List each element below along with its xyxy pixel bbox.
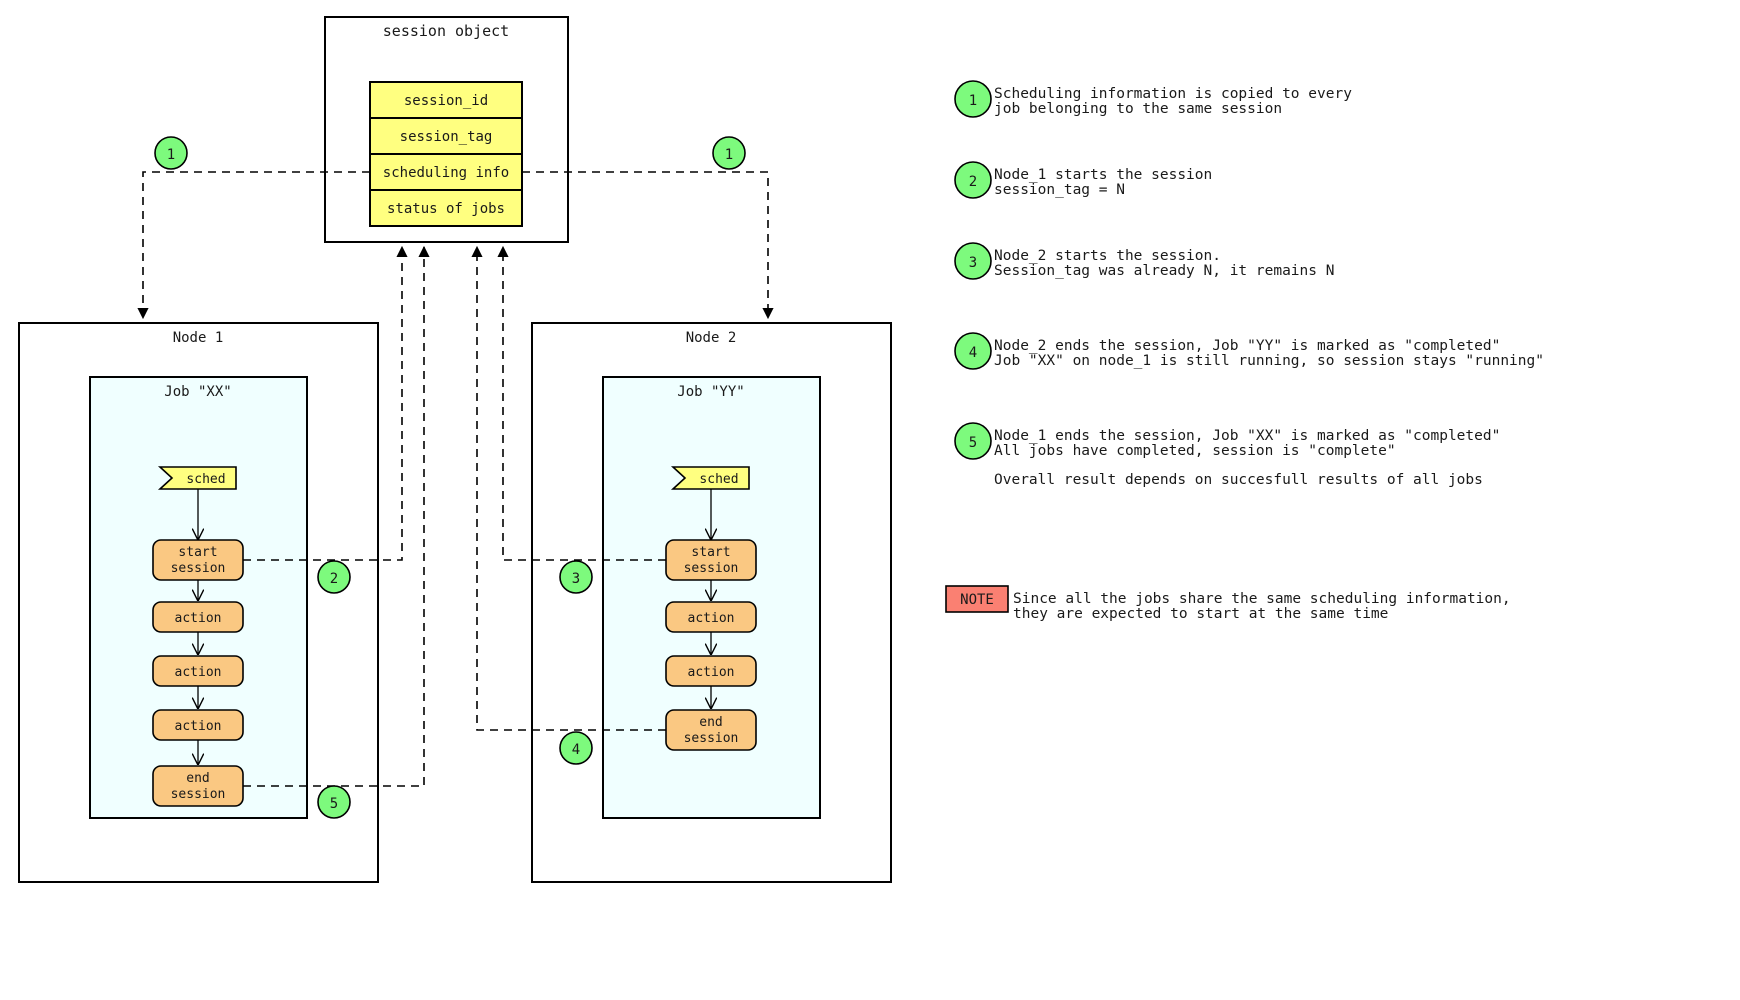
session-field-label: scheduling info (383, 165, 509, 181)
connector-node1-end-session (243, 245, 430, 787)
legend-text-line2: Session_tag was already N, it remains N (994, 263, 1334, 279)
marker-3: 3 (559, 560, 593, 594)
step-label-line2: session (684, 731, 739, 746)
job-yy-sched-label: sched (699, 472, 738, 487)
legend-marker-label: 1 (969, 93, 977, 109)
session-field-status-of-jobs: status of jobs (369, 189, 523, 227)
legend-item-2: 2 Node_1 starts the session session_tag … (954, 161, 1212, 199)
legend-item-5: 5 Node_1 ends the session, Job "XX" is m… (954, 422, 1500, 460)
marker-1-left: 1 (154, 136, 188, 170)
legend-marker-label: 2 (969, 174, 977, 190)
marker-label: 3 (572, 571, 580, 587)
step-label-line2: session (171, 787, 226, 802)
note-text-line2: they are expected to start at the same t… (1013, 606, 1388, 622)
connector-node2-end-session (471, 245, 666, 731)
connector-scheduling-to-node2 (522, 171, 774, 320)
note-text-line1: Since all the jobs share the same schedu… (1013, 591, 1511, 607)
legend-marker-label: 4 (969, 345, 977, 361)
step-label-line1: action (175, 665, 222, 680)
job-yy-step-action-2: action (665, 655, 757, 687)
legend-marker-label: 3 (969, 255, 977, 271)
job-xx-step-action-3: action (152, 709, 244, 741)
legend-text-line1: Node_1 starts the session (994, 167, 1212, 183)
job-yy-sched-shape: sched (670, 466, 750, 490)
connector-scheduling-to-node1 (137, 171, 370, 320)
job-xx-sched-label: sched (186, 472, 225, 487)
marker-label: 2 (330, 571, 338, 587)
step-label-line1: start (691, 545, 730, 560)
session-field-session_tag: session_tag (369, 117, 523, 155)
legend-text-line2: All jobs have completed, session is "com… (994, 443, 1396, 459)
legend-text-line2: Job "XX" on node_1 is still running, so … (994, 353, 1544, 369)
job-yy-step-end-session: end session (665, 709, 757, 751)
connector-node2-start-session (497, 245, 666, 561)
job-yy-title: Job "YY" (677, 384, 744, 400)
connector-node1-start-session (243, 245, 408, 561)
session-field-label: session_tag (400, 129, 493, 145)
step-label-line1: action (688, 611, 735, 626)
legend-text-line1: Scheduling information is copied to ever… (994, 86, 1352, 102)
marker-1-right: 1 (712, 136, 746, 170)
step-label-line1: action (688, 665, 735, 680)
node-1-box: Node 1 Job "XX" sched start session acti… (18, 322, 379, 883)
job-xx-step-end-session: end session (152, 765, 244, 807)
note-box: NOTE Since all the jobs share the same s… (945, 585, 1511, 622)
job-xx-title: Job "XX" (164, 384, 231, 400)
marker-label: 5 (330, 796, 338, 812)
marker-2: 2 (317, 560, 351, 594)
marker-label: 4 (572, 742, 580, 758)
session-field-label: status of jobs (387, 201, 505, 217)
session-field-scheduling-info: scheduling info (369, 153, 523, 191)
step-label-line1: end (186, 771, 209, 786)
session-object-box: session object session_id session_tag sc… (324, 16, 569, 243)
marker-label: 1 (167, 147, 175, 163)
legend-text-line1: Node_1 ends the session, Job "XX" is mar… (994, 428, 1500, 444)
legend-item-1: 1 Scheduling information is copied to ev… (954, 80, 1352, 118)
step-label-line1: action (175, 719, 222, 734)
job-xx-step-start-session: start session (152, 539, 244, 581)
legend-item-3: 3 Node_2 starts the session. Session_tag… (954, 242, 1334, 280)
step-label-line1: action (175, 611, 222, 626)
session-field-session_id: session_id (369, 81, 523, 119)
step-label-line1: end (699, 715, 722, 730)
job-xx-step-action-2: action (152, 655, 244, 687)
note-badge-label: NOTE (960, 592, 994, 608)
job-xx-sched-shape: sched (157, 466, 237, 490)
marker-4: 4 (559, 731, 593, 765)
overall-result-note: Overall result depends on succesfull res… (994, 472, 1483, 488)
job-xx-step-action-1: action (152, 601, 244, 633)
legend-item-4: 4 Node_2 ends the session, Job "YY" is m… (954, 332, 1544, 370)
legend-marker-label: 5 (969, 435, 977, 451)
legend-text-line2: job belonging to the same session (994, 101, 1282, 117)
session-field-label: session_id (404, 93, 488, 109)
legend-text-line1: Node_2 ends the session, Job "YY" is mar… (994, 338, 1500, 354)
step-label-line2: session (171, 561, 226, 576)
marker-5: 5 (317, 785, 351, 819)
session-object-title: session object (383, 22, 509, 40)
marker-label: 1 (725, 147, 733, 163)
job-yy-step-action-1: action (665, 601, 757, 633)
legend-text-line2: session_tag = N (994, 182, 1125, 198)
node-1-title: Node 1 (173, 330, 224, 346)
legend-text-line1: Node_2 starts the session. (994, 248, 1221, 264)
node-2-title: Node 2 (686, 330, 737, 346)
step-label-line1: start (178, 545, 217, 560)
node-2-box: Node 2 Job "YY" sched start session acti… (531, 322, 892, 883)
step-label-line2: session (684, 561, 739, 576)
job-yy-step-start-session: start session (665, 539, 757, 581)
